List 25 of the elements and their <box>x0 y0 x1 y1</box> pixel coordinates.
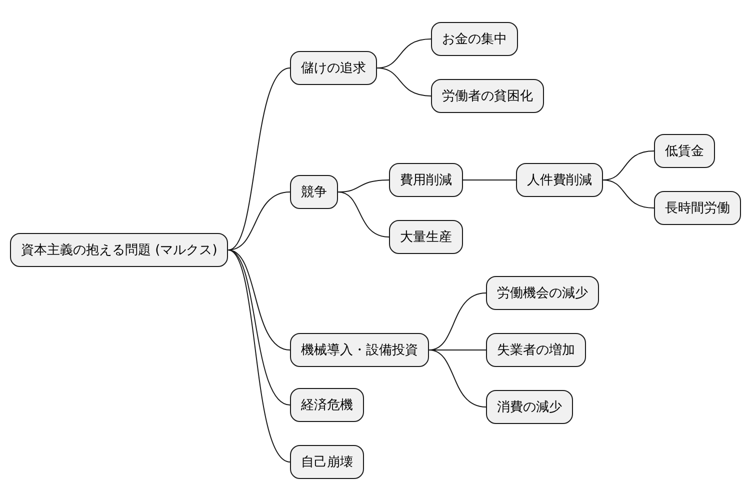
topic-box: 費用削減 <box>389 163 463 197</box>
topic-box: 経済危機 <box>290 388 364 422</box>
branch-line <box>338 192 390 238</box>
topic-box: 大量生産 <box>389 220 463 254</box>
topic-box: 労働者の貧困化 <box>431 79 544 113</box>
branch-line <box>228 192 290 250</box>
branch-line <box>228 250 290 350</box>
topic-box: 儲けの追求 <box>290 51 377 85</box>
topic-box: 人件費削減 <box>516 163 603 197</box>
topic-box: 消費の減少 <box>486 390 573 424</box>
topic-box: 長時間労働 <box>654 191 741 225</box>
topic-box: 競争 <box>290 175 338 209</box>
topic-box: 資本主義の抱える問題 (マルクス) <box>10 233 228 267</box>
branch-line <box>228 68 290 250</box>
topic-box: 労働機会の減少 <box>486 276 599 310</box>
topic-box: 機械導入・設備投資 <box>290 333 429 367</box>
topic-box: 自己崩壊 <box>290 445 364 479</box>
topic-box: 失業者の増加 <box>486 333 586 367</box>
topic-box: 低賃金 <box>654 134 715 168</box>
branch-line <box>338 180 390 192</box>
topic-box: お金の集中 <box>431 22 518 56</box>
branch-line <box>376 68 432 96</box>
branch-line <box>602 180 654 208</box>
branch-line <box>228 250 290 462</box>
branch-line <box>428 350 486 408</box>
